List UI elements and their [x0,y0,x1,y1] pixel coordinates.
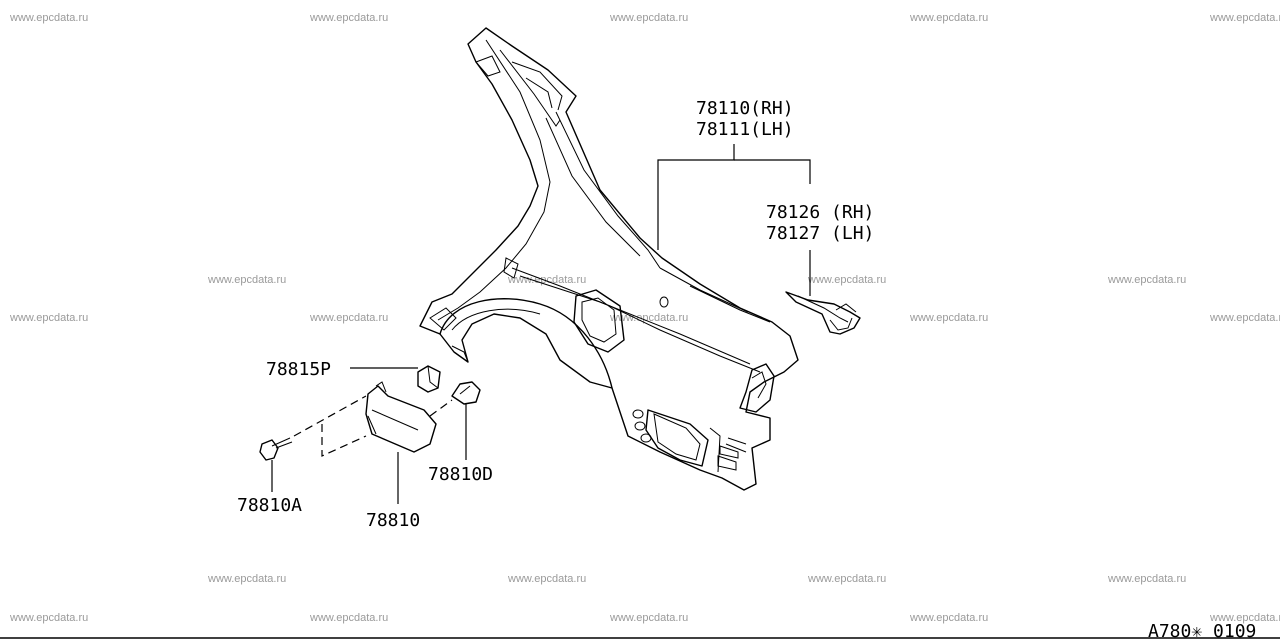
watermark: www.epcdata.ru [309,12,388,24]
watermark: www.epcdata.ru [1107,274,1186,286]
label-78127: 78127 (LH) [766,223,874,244]
watermark: www.epcdata.ru [909,312,988,324]
label-78810A: 78810A [237,495,302,516]
watermark: www.epcdata.ru [1209,312,1280,324]
label-78810D: 78810D [428,464,493,485]
label-78126: 78126 (RH) [766,202,874,223]
watermark: www.epcdata.ru [1209,612,1280,624]
watermark: www.epcdata.ru [9,12,88,24]
watermark: www.epcdata.ru [507,274,586,286]
watermark: www.epcdata.ru [207,274,286,286]
assembly-lines [293,395,453,457]
watermark: www.epcdata.ru [909,12,988,24]
watermark-layer: www.epcdata.ru www.epcdata.ru www.epcdat… [9,12,1280,624]
watermark: www.epcdata.ru [1209,12,1280,24]
diagram-code: A780✳ 0109 [1148,621,1256,640]
label-78111: 78111(LH) [696,119,794,140]
label-78810: 78810 [366,510,420,531]
leader-lines [271,144,811,504]
part-labels: 78110(RH) 78111(LH) 78126 (RH) 78127 (LH… [237,98,874,531]
watermark: www.epcdata.ru [807,573,886,585]
grommet [451,381,481,405]
watermark: www.epcdata.ru [807,274,886,286]
bumper-stop [417,365,441,393]
watermark: www.epcdata.ru [207,573,286,585]
rear-fender-panel [419,27,799,491]
watermark: www.epcdata.ru [9,612,88,624]
watermark: www.epcdata.ru [609,612,688,624]
watermark: www.epcdata.ru [609,12,688,24]
watermark: www.epcdata.ru [507,573,586,585]
watermark: www.epcdata.ru [1107,573,1186,585]
screw [259,437,293,461]
watermark: www.epcdata.ru [309,312,388,324]
extension-piece [785,291,861,335]
label-78110: 78110(RH) [696,98,794,119]
watermark: www.epcdata.ru [909,612,988,624]
watermark: www.epcdata.ru [309,612,388,624]
watermark: www.epcdata.ru [9,312,88,324]
label-78815P: 78815P [266,359,331,380]
fuel-lid [365,381,437,453]
